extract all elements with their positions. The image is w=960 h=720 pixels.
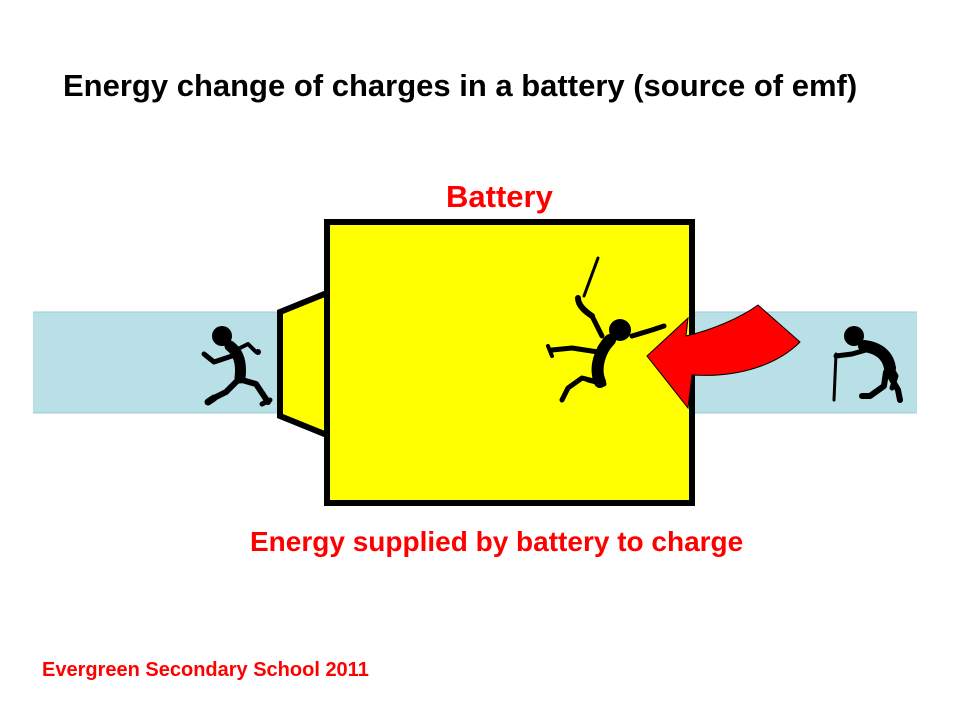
- footer-text: Evergreen Secondary School 2011: [42, 659, 369, 681]
- energy-arrow: [646, 304, 801, 410]
- wire-band-left: [33, 312, 293, 413]
- slide-title: Energy change of charges in a battery (s…: [63, 68, 858, 103]
- energy-supplied-label: Energy supplied by battery to charge: [250, 526, 744, 557]
- climbing-charge-figure: [546, 256, 667, 403]
- running-charge-figure: [201, 326, 273, 407]
- battery-body: [324, 219, 695, 506]
- battery-label: Battery: [446, 179, 553, 214]
- tired-charge-figure-with-cane: [832, 326, 903, 403]
- battery-terminal: [277, 288, 330, 440]
